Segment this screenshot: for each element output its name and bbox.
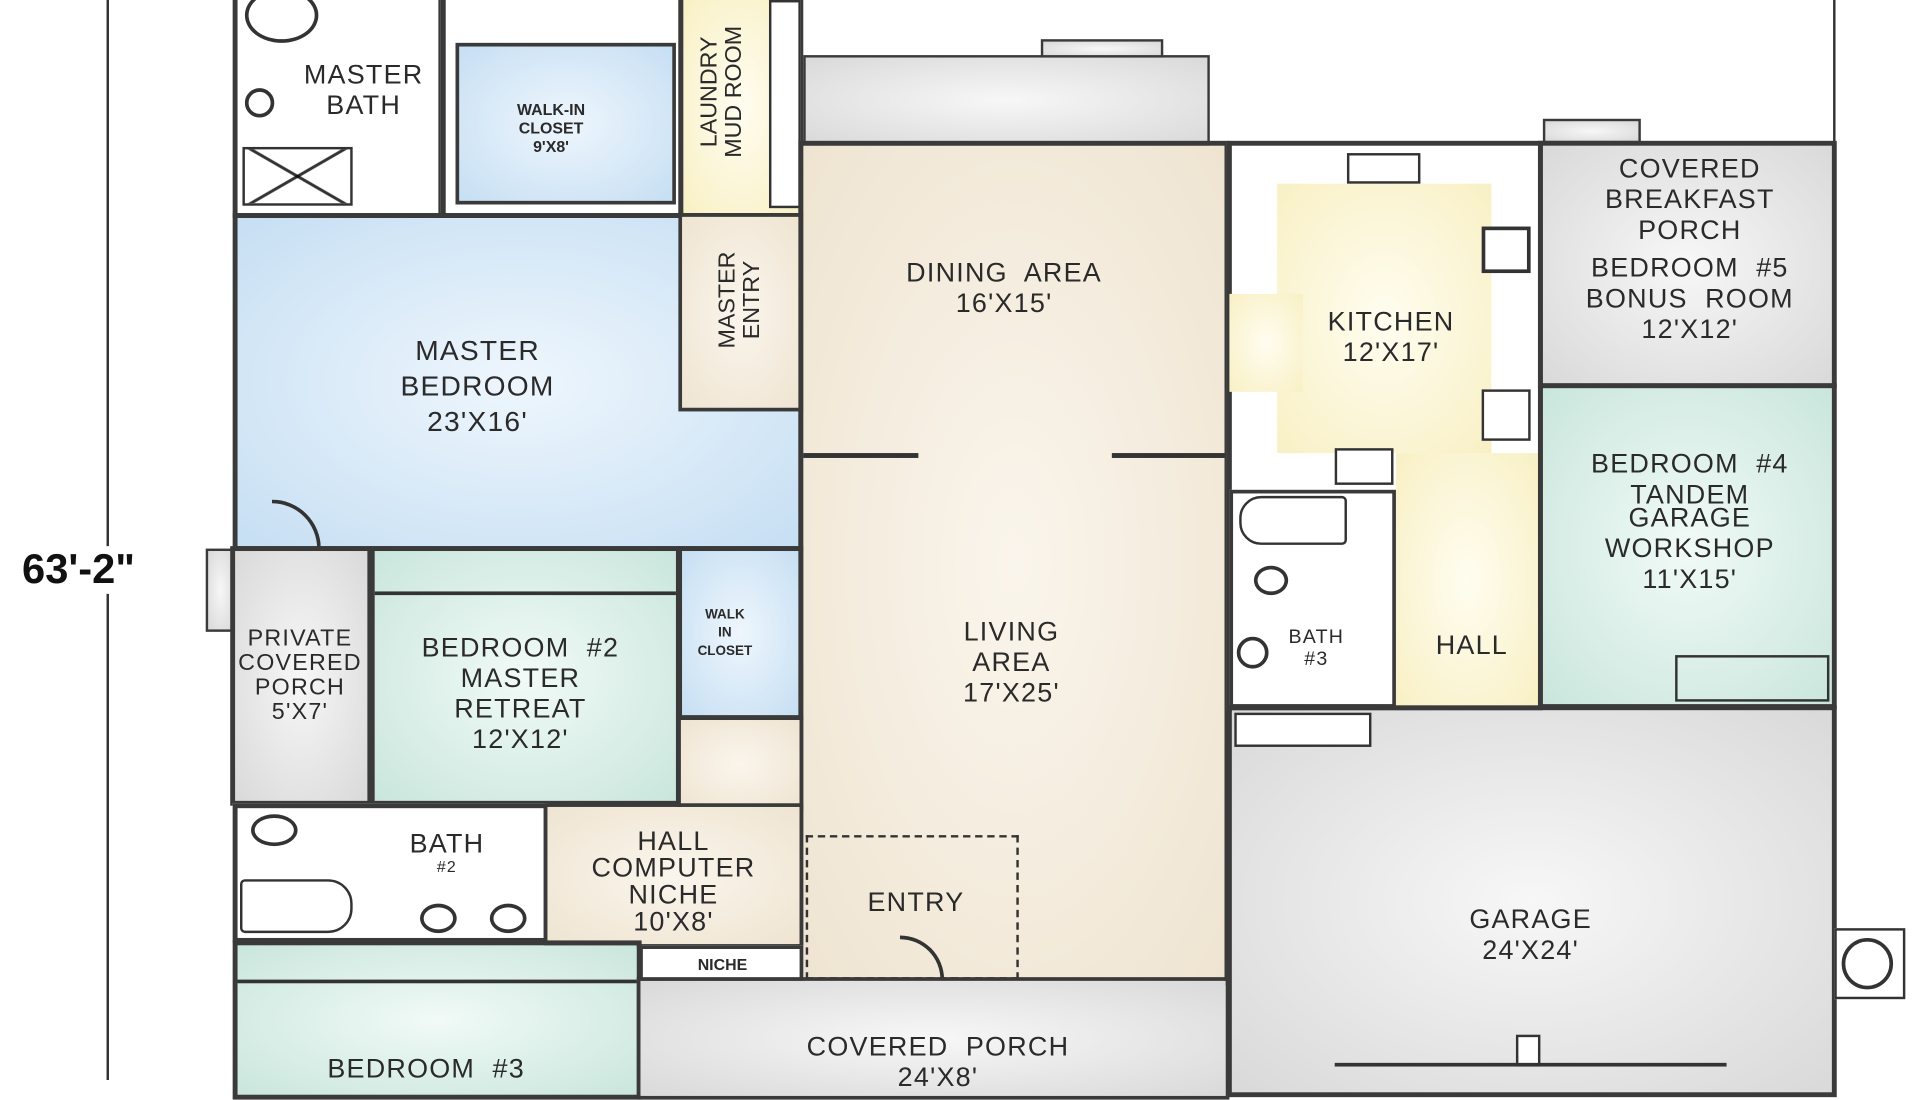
label-bath-3: BATH#3 bbox=[1288, 626, 1345, 670]
sink-icon bbox=[420, 903, 457, 934]
water-heater-icon bbox=[1234, 712, 1372, 747]
toilet-icon bbox=[251, 814, 298, 847]
sink-icon bbox=[244, 88, 275, 118]
toilet-icon bbox=[1253, 565, 1289, 596]
bathtub-icon bbox=[1239, 495, 1347, 545]
height-dimension-label: 63'-2" bbox=[22, 546, 136, 594]
linen-closet bbox=[677, 716, 804, 812]
room-hall-computer-niche bbox=[543, 803, 804, 948]
room-hall bbox=[1395, 453, 1538, 707]
dishwasher-icon bbox=[1334, 448, 1394, 485]
laundry-counter bbox=[768, 0, 801, 209]
garage-door bbox=[1334, 1062, 1727, 1067]
label-bedroom-3: BEDROOM #3 bbox=[327, 1053, 525, 1084]
room-private-covered-porch bbox=[230, 546, 373, 806]
closet-rod bbox=[374, 591, 676, 596]
wall-stub bbox=[803, 453, 919, 458]
label-hall: HALL bbox=[1435, 629, 1509, 661]
room-covered-breakfast-porch bbox=[1537, 140, 1837, 389]
ac-unit-icon bbox=[1841, 937, 1894, 990]
closet-rod bbox=[237, 979, 637, 984]
garage-opener-icon bbox=[1515, 1034, 1541, 1067]
tub-icon bbox=[244, 0, 319, 43]
breakfast-step bbox=[1542, 118, 1641, 144]
cooktop-icon bbox=[1481, 226, 1531, 274]
wall-stub bbox=[1111, 453, 1225, 458]
room-kitchen bbox=[1277, 183, 1492, 454]
dimension-line-right bbox=[1833, 0, 1836, 145]
room-bedroom-2 bbox=[369, 546, 681, 806]
dimension-line-left bbox=[106, 0, 109, 1081]
shower-icon bbox=[242, 146, 353, 206]
room-master-entry bbox=[678, 213, 804, 412]
sink-icon bbox=[1236, 636, 1269, 669]
room-walk-in-closet bbox=[455, 42, 676, 205]
label-entry: ENTRY bbox=[867, 886, 965, 918]
kitchen-sink-icon bbox=[1346, 153, 1421, 184]
refrigerator-icon bbox=[1481, 389, 1531, 441]
bathtub-icon bbox=[240, 879, 353, 934]
label-niche: NICHE bbox=[697, 955, 748, 974]
label-bath-2: BATH#2 bbox=[409, 827, 485, 876]
sink-icon bbox=[489, 903, 527, 934]
kitchen-opening bbox=[1229, 293, 1303, 392]
closet-bedroom-4 bbox=[1675, 655, 1830, 702]
room-garage bbox=[1226, 705, 1837, 1098]
rear-covered-area bbox=[803, 55, 1210, 146]
room-bedroom-4 bbox=[1537, 383, 1837, 709]
room-walk-in-closet-2 bbox=[677, 546, 804, 721]
